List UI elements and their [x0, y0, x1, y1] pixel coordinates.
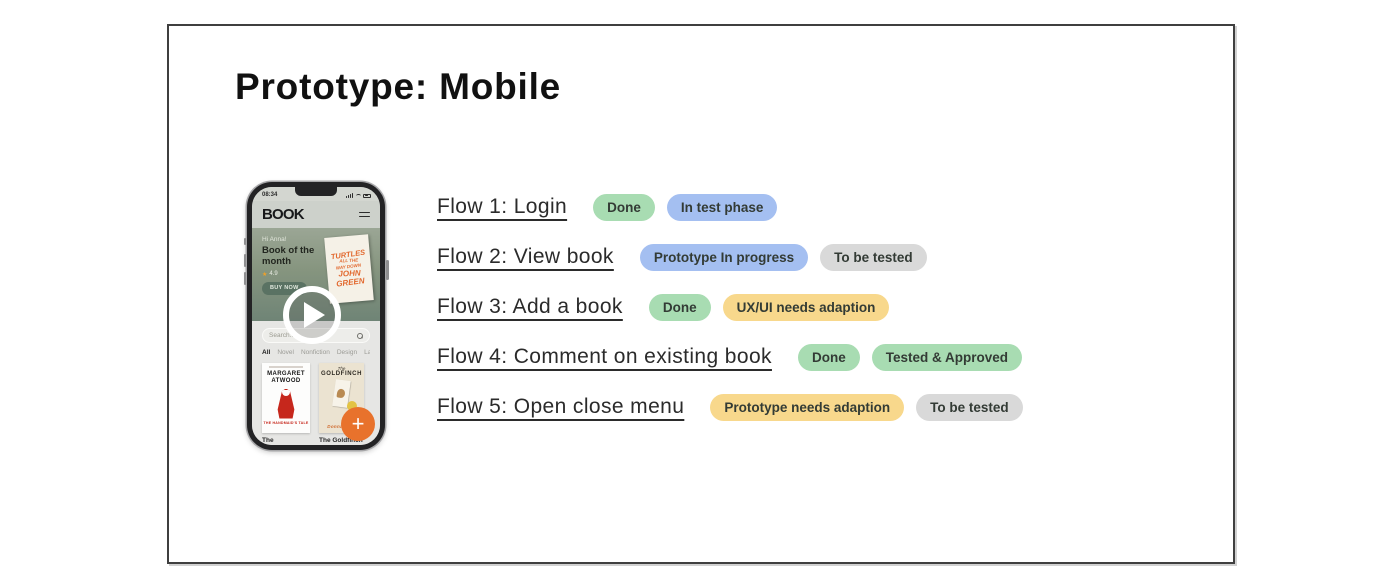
rating-value: 4.9: [269, 271, 278, 278]
rating: ★ 4.9: [262, 271, 322, 278]
search-placeholder: Search...: [269, 332, 296, 339]
app-header: BOOK: [252, 201, 380, 228]
flow-1-link[interactable]: Flow 1: Login: [437, 195, 568, 218]
flows-list: Flow 1: Login Done In test phase Flow 2:…: [437, 192, 1023, 422]
flow-row-4: Flow 4: Comment on existing book Done Te…: [437, 342, 1023, 372]
cover-title: GOLDFINCH: [320, 371, 363, 377]
book-cover-handmaids-tale: MARGARET ATWOOD THE HANDMAID'S TALE: [262, 363, 310, 433]
book-caption-title: The Handmaid's: [262, 437, 274, 444]
cover-text: GREEN: [335, 276, 365, 289]
book-caption-title: The Goldfinch: [319, 437, 363, 444]
phone-volume-up-button: [243, 254, 246, 267]
flow-4-link[interactable]: Flow 4: Comment on existing book: [437, 345, 772, 368]
add-book-fab: +: [341, 407, 375, 442]
status-badge[interactable]: Prototype needs adaption: [710, 393, 905, 421]
award-sticker: [347, 401, 357, 411]
status-badge[interactable]: Prototype In progress: [639, 243, 809, 271]
star-icon: ★: [262, 271, 268, 278]
flow-3-link[interactable]: Flow 3: Add a book: [437, 295, 623, 318]
wifi-icon: [355, 193, 361, 198]
status-badge[interactable]: Tested & Approved: [871, 343, 1022, 371]
hero-title: Book of the month: [262, 245, 315, 268]
flow-row-2: Flow 2: View book Prototype In progress …: [437, 242, 1023, 272]
signal-icon: [345, 192, 353, 198]
status-badge[interactable]: To be tested: [916, 393, 1023, 421]
tab-novel: Novel: [277, 349, 294, 356]
flow-2-link[interactable]: Flow 2: View book: [437, 245, 614, 268]
tab-latest: Latest: [364, 349, 370, 356]
greeting-text: Hi Anna!: [262, 236, 287, 243]
status-time: 08:34: [262, 192, 278, 198]
flow-row-1: Flow 1: Login Done In test phase: [437, 192, 1023, 222]
cover-author: ATWOOD: [271, 378, 301, 384]
cover-title: THE HANDMAID'S TALE: [263, 420, 309, 425]
phone-notch: [295, 187, 337, 196]
slide-frame: Prototype: Mobile 08:34: [167, 24, 1235, 564]
status-badge[interactable]: UX/UI needs adaption: [722, 293, 890, 321]
status-badge[interactable]: Done: [797, 343, 860, 371]
status-badge[interactable]: Done: [593, 193, 655, 221]
tab-design: Design: [336, 349, 358, 356]
tab-all: All: [262, 349, 271, 356]
phone-volume-down-button: [243, 272, 246, 285]
flow-row-5: Flow 5: Open close menu Prototype needs …: [437, 392, 1023, 422]
category-tabs: All Novel Nonfiction Design Latest Be: [262, 349, 370, 356]
red-cloak-illustration: [277, 388, 295, 419]
battery-icon: [363, 193, 371, 198]
status-badge[interactable]: Done: [648, 293, 711, 321]
flow-5-link[interactable]: Flow 5: Open close menu: [437, 395, 685, 418]
flow-row-3: Flow 3: Add a book Done UX/UI needs adap…: [437, 292, 1023, 322]
phone-video-thumbnail[interactable]: 08:34 BOOK: [243, 182, 389, 450]
tab-nonfiction: Nonfiction: [300, 349, 330, 356]
status-icons: [345, 192, 371, 198]
cover-decorative-line: [269, 366, 303, 368]
page-title: Prototype: Mobile: [235, 66, 562, 107]
status-badge[interactable]: In test phase: [666, 193, 778, 221]
book-captions: The Handmaid's Tale The Goldfinch Donna …: [262, 437, 370, 445]
cover-pre-title: The: [337, 366, 346, 371]
cover-author: MARGARET: [267, 370, 305, 377]
search-icon: [356, 332, 363, 339]
hamburger-menu-icon: [359, 211, 370, 218]
phone-power-button: [386, 260, 389, 280]
play-icon: [304, 302, 325, 328]
status-badge[interactable]: To be tested: [820, 243, 927, 271]
app-logo: BOOK: [262, 206, 305, 223]
phone-mute-switch: [243, 238, 246, 245]
play-button[interactable]: [283, 286, 341, 344]
